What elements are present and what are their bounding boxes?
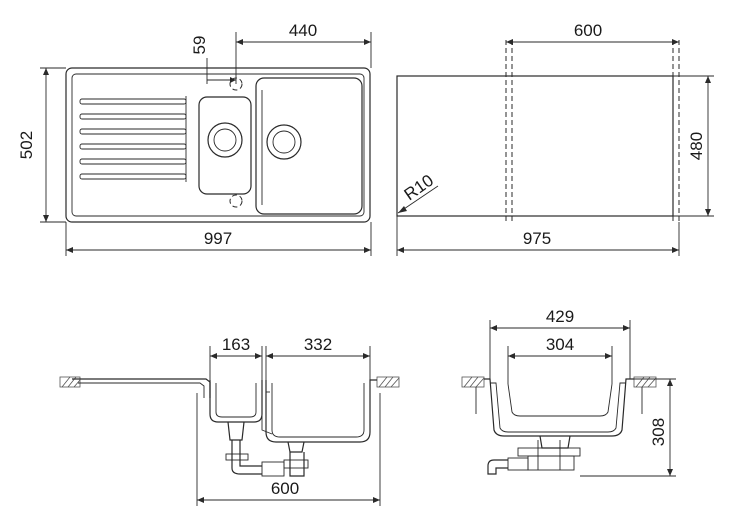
dim-cutout-depth-width-label: 600 xyxy=(574,21,602,40)
dim-overall-depth-label: 502 xyxy=(17,131,36,159)
dim-cabinet-width-label: 600 xyxy=(271,479,299,498)
drainboard-surface xyxy=(72,378,211,398)
small-bowl-drain-outer xyxy=(207,122,243,158)
tap-hole-bottom xyxy=(229,194,243,208)
side-drain-nut xyxy=(517,447,581,457)
dim-small-bowl-width-label: 163 xyxy=(222,335,250,354)
dim-side-inner-width-label: 304 xyxy=(546,335,574,354)
large-drain-nut xyxy=(283,459,309,469)
large-bowl-inner xyxy=(271,383,365,438)
dim-bowl-depth-label: 308 xyxy=(649,418,668,446)
dim-cutout-height: 480 xyxy=(673,75,714,217)
small-drain-pipe xyxy=(231,440,262,475)
dim-side-section-width-label: 429 xyxy=(546,307,574,326)
overflow-pipe xyxy=(261,388,273,435)
side-drain-elbow xyxy=(487,459,508,475)
dim-overall-width-label: 997 xyxy=(204,229,232,248)
small-drain-pipe-inner xyxy=(239,440,262,467)
small-bowl-drain-inner xyxy=(213,128,237,152)
large-bowl-section xyxy=(265,379,377,443)
side-drain-body xyxy=(527,455,575,471)
dim-small-bowl-width: 163 xyxy=(209,335,263,380)
main-bowl xyxy=(255,77,363,215)
dim-tap-offset: 59 xyxy=(190,36,236,84)
dim-overall-depth: 502 xyxy=(17,67,66,223)
side-worktop-hatch-right xyxy=(633,376,657,388)
large-drain-pipe xyxy=(289,452,305,477)
sink-top-view xyxy=(65,32,371,223)
dim-cabinet-width-top: 600 xyxy=(506,21,679,45)
dim-side-section-width: 429 xyxy=(489,307,631,379)
small-bowl xyxy=(198,96,252,195)
trap-connector xyxy=(261,461,285,477)
dim-cutout-width: 975 xyxy=(396,216,680,256)
dim-tap-offset-label: 59 xyxy=(190,36,209,55)
dim-cutout-width-label: 975 xyxy=(523,229,551,248)
small-drain xyxy=(227,421,245,441)
dim-overall-width: 997 xyxy=(65,222,372,256)
worktop-hatch-right xyxy=(376,376,400,388)
main-bowl-drain-inner xyxy=(272,130,296,154)
side-worktop-hatch-left xyxy=(461,376,485,388)
cutout-top-view: R10 xyxy=(396,40,680,222)
dim-side-inner-width: 304 xyxy=(507,335,613,384)
dim-large-bowl-width-label: 332 xyxy=(304,335,332,354)
side-drain xyxy=(539,435,571,449)
side-drain-coupling xyxy=(507,457,529,471)
main-bowl-drain-outer xyxy=(266,124,302,160)
drainboard-inner xyxy=(78,382,205,398)
drainboard-ribs xyxy=(79,96,187,182)
large-drain xyxy=(287,441,305,453)
dim-large-bowl-width: 332 xyxy=(265,335,371,380)
side-section-view xyxy=(461,376,657,475)
side-bowl-outer xyxy=(484,378,634,437)
sink-rim xyxy=(71,73,365,217)
dim-cabinet-width-bottom: 600 xyxy=(196,418,381,506)
cutout-outline xyxy=(396,75,674,217)
side-bowl-inner xyxy=(507,383,613,417)
dim-main-bowl-width: 440 xyxy=(236,21,372,68)
side-bowl-middle xyxy=(490,382,626,433)
front-section-view xyxy=(59,376,400,477)
sink-outline xyxy=(65,67,371,223)
small-bowl-inner xyxy=(215,383,257,418)
small-drain-nut xyxy=(225,453,249,461)
dim-main-bowl-width-label: 440 xyxy=(289,21,317,40)
dim-cutout-height-label: 480 xyxy=(687,132,706,160)
dim-bowl-depth: 308 xyxy=(580,378,676,477)
